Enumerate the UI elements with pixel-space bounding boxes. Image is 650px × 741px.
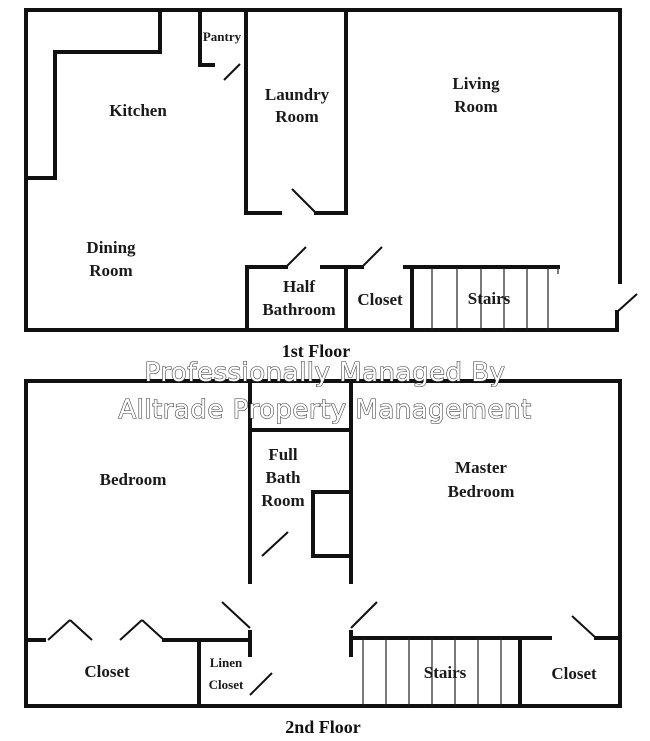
linen-closet-door	[249, 672, 273, 696]
dining-room-label-line1: Dining	[86, 238, 136, 257]
master-bedroom-label-line2: Bedroom	[448, 482, 515, 501]
half-bath-door	[285, 246, 307, 268]
living-room-label-line1: Living	[452, 74, 500, 93]
first-floor-plan: Pantry Kitchen Laundry Room Living Room …	[24, 8, 638, 361]
full-bath-label-line2: Bath	[266, 468, 302, 487]
watermark: Professionally Managed By Alltrade Prope…	[118, 357, 532, 425]
front-door	[616, 293, 638, 313]
stairs-steps-second-floor	[362, 639, 502, 705]
left-bedroom-door	[221, 601, 251, 629]
linen-closet-label-line1: Linen	[210, 655, 243, 670]
dining-room-label-line2: Room	[89, 261, 132, 280]
laundry-door	[291, 188, 317, 214]
pantry-door	[223, 63, 241, 81]
full-bath-label-line1: Full	[268, 445, 298, 464]
living-room-label-line2: Room	[454, 97, 497, 116]
full-bath-door	[261, 531, 289, 557]
kitchen-label: Kitchen	[109, 101, 167, 120]
half-bath-label-line1: Half	[283, 277, 315, 296]
stairs-label-second-floor: Stairs	[424, 663, 467, 682]
second-floor-title: 2nd Floor	[285, 717, 361, 737]
full-bath-label-line3: Room	[261, 491, 304, 510]
watermark-line2: Alltrade Property Management	[118, 395, 531, 425]
bedroom-label: Bedroom	[100, 470, 167, 489]
closet-label: Closet	[357, 290, 403, 309]
closet-door	[361, 246, 383, 268]
stairs-steps-first-floor	[431, 267, 559, 329]
right-closet-label: Closet	[551, 664, 597, 683]
pantry-label: Pantry	[203, 29, 242, 44]
first-floor-title: 1st Floor	[282, 341, 350, 361]
master-bedroom-door	[350, 601, 378, 629]
half-bath-label-line2: Bathroom	[262, 300, 335, 319]
watermark-line1: Professionally Managed By	[145, 358, 506, 388]
master-bedroom-label-line1: Master	[455, 458, 507, 477]
linen-closet-label-line2: Closet	[209, 677, 244, 692]
laundry-label-line1: Laundry	[265, 85, 330, 104]
second-floor-plan: Bedroom Full Bath Room Master Bedroom Cl…	[24, 379, 622, 737]
laundry-label-line2: Room	[275, 107, 318, 126]
right-closet-door	[571, 615, 597, 639]
stairs-label-first-floor: Stairs	[468, 289, 511, 308]
left-closet-label: Closet	[84, 662, 130, 681]
